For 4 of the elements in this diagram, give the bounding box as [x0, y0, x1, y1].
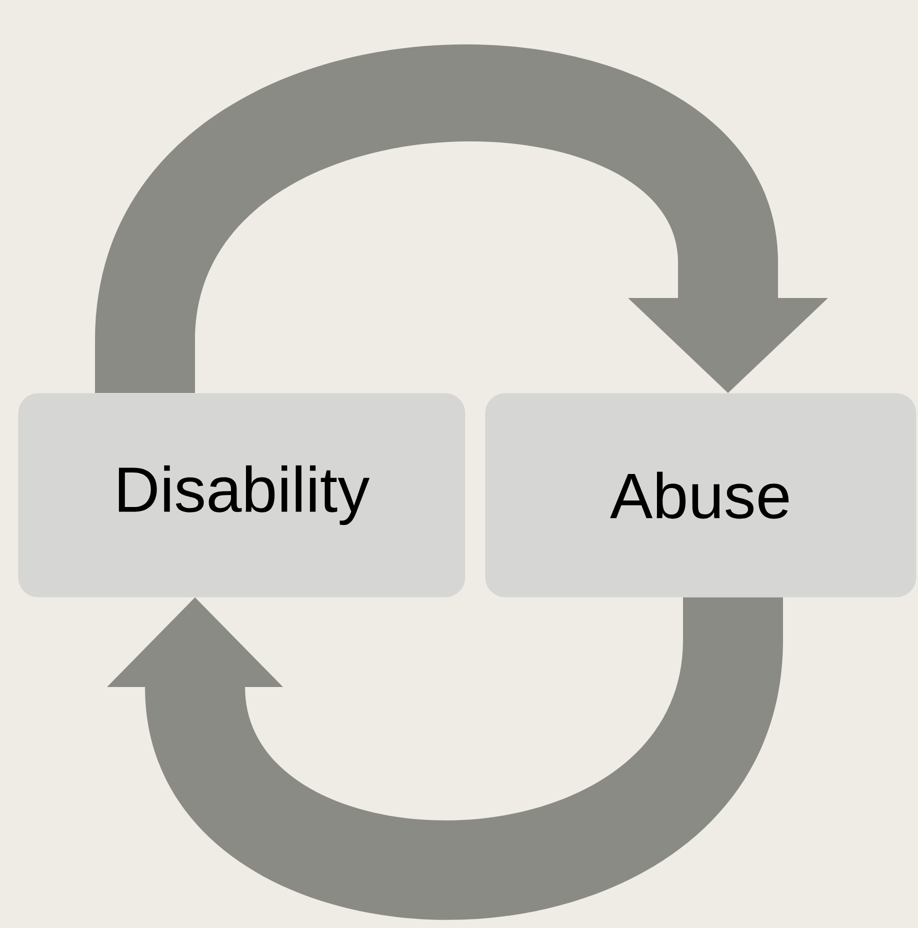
label-box: Abuse: [485, 393, 916, 598]
curved-arrow: [95, 45, 828, 393]
curved-arrow: [107, 597, 783, 920]
label-box: Disability: [18, 393, 466, 598]
